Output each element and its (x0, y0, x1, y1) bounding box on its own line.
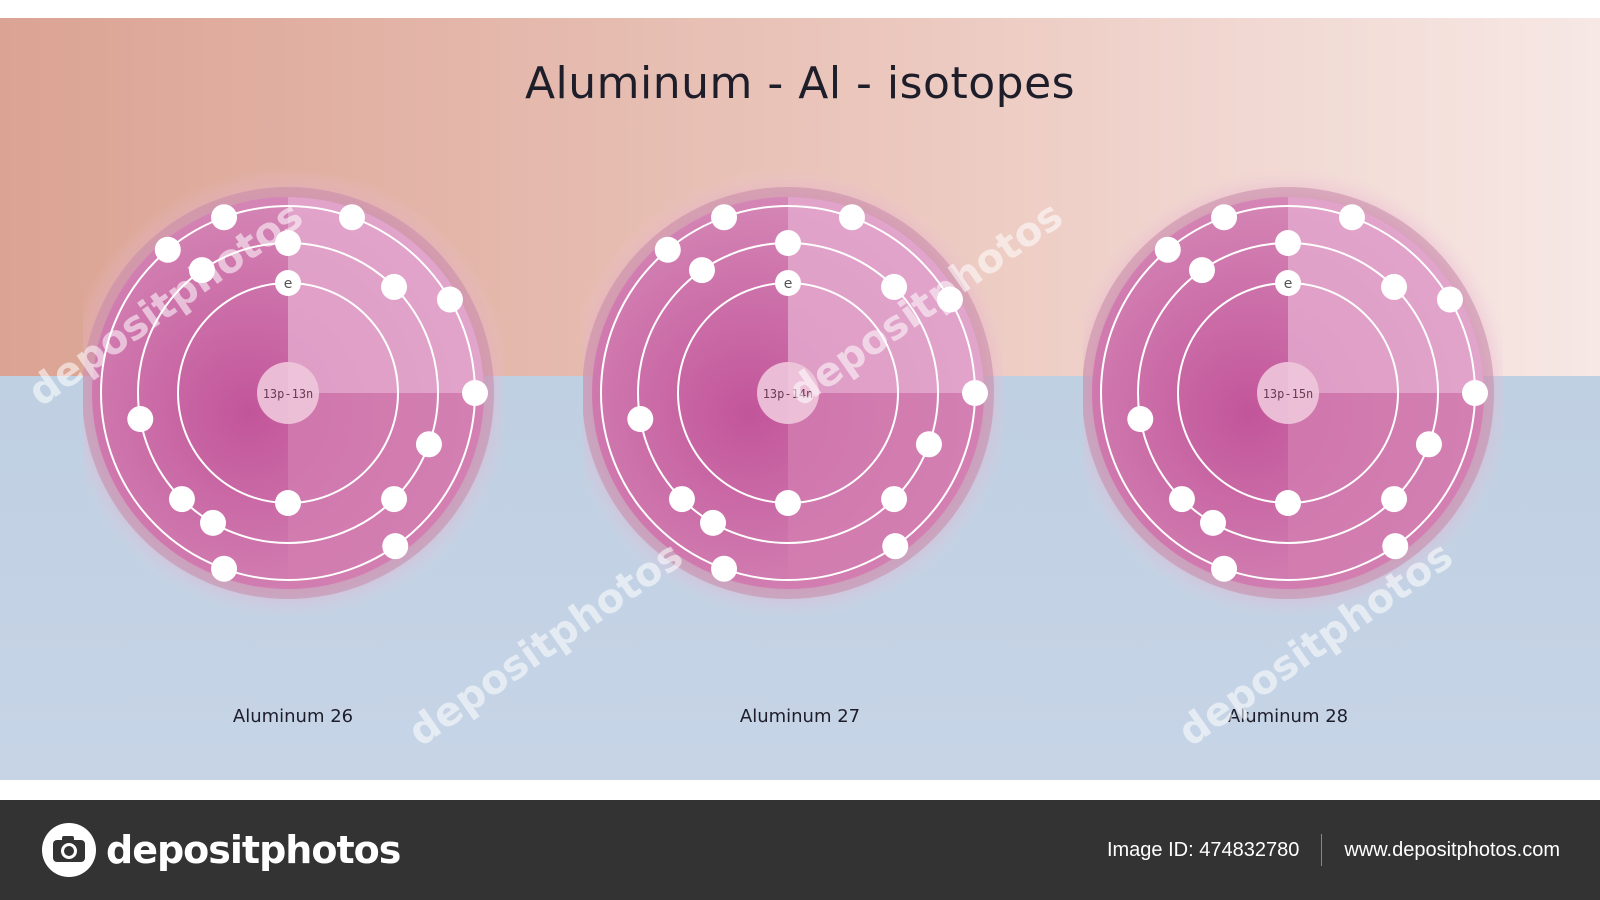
electron-label: e (784, 276, 793, 292)
brand-logo[interactable]: depositphotos (40, 820, 401, 880)
electron (1211, 204, 1238, 231)
isotope-caption: Aluminum 28 (1227, 706, 1349, 727)
electron (382, 533, 409, 560)
footer-info: Image ID: 474832780 www.depositphotos.co… (1107, 830, 1560, 870)
electron (711, 204, 738, 231)
electron (1382, 533, 1409, 560)
electron (775, 490, 801, 516)
electron (168, 486, 195, 513)
electron (1275, 230, 1301, 256)
electron (188, 257, 215, 284)
nucleus-label: 13p-13n (263, 387, 314, 401)
electron (1381, 273, 1408, 300)
electron (275, 230, 301, 256)
electron (275, 490, 301, 516)
electron (668, 486, 695, 513)
nucleus-label: 13p-14n (763, 387, 814, 401)
electron (211, 204, 238, 231)
electron (1200, 509, 1226, 536)
nucleus-label: 13p-15n (1263, 387, 1314, 401)
electron (962, 380, 988, 406)
nucleus (1257, 362, 1319, 424)
site-link[interactable]: www.depositphotos.com (1344, 838, 1560, 861)
electron (882, 533, 909, 560)
diagram-panel: Aluminum - Al - isotopes 13p-13n e 13p-14… (0, 18, 1600, 780)
isotope-caption: Aluminum 26 (232, 706, 354, 727)
electron (338, 204, 365, 231)
electron (436, 286, 463, 313)
electron (275, 270, 301, 296)
atom-diagram-aluminum-28: 13p-15n e (1083, 168, 1503, 618)
atom-svg: 13p-13n e (83, 168, 503, 618)
brand-name: depositphotos (106, 828, 401, 872)
electron (200, 509, 226, 536)
electron (688, 257, 715, 284)
electron (1168, 486, 1195, 513)
electron (1415, 431, 1442, 458)
electron (881, 273, 908, 300)
electron (775, 270, 801, 296)
electron (838, 204, 865, 231)
electron (127, 406, 154, 433)
electron (1338, 204, 1365, 231)
atom-diagram-aluminum-27: 13p-14n e (583, 168, 1003, 618)
electron (381, 486, 408, 513)
electron (915, 431, 942, 458)
electron (154, 236, 181, 263)
electron (211, 555, 238, 582)
electron (1462, 380, 1488, 406)
electron (1275, 490, 1301, 516)
footer-bar: depositphotos Image ID: 474832780 www.de… (0, 800, 1600, 900)
electron (711, 555, 738, 582)
page-title: Aluminum - Al - isotopes (524, 58, 1076, 109)
atom-svg: 13p-15n e (1083, 168, 1503, 618)
electron-label: e (1284, 276, 1293, 292)
divider (1321, 834, 1323, 866)
atom-diagram-aluminum-26: 13p-13n e (83, 168, 503, 618)
atom-svg: 13p-14n e (583, 168, 1003, 618)
electron (627, 406, 654, 433)
camera-logo-icon (42, 823, 96, 877)
image-id: Image ID: 474832780 (1106, 838, 1300, 861)
electron (881, 486, 908, 513)
isotope-caption: Aluminum 27 (739, 706, 861, 727)
electron-label: e (284, 276, 293, 292)
electron (654, 236, 681, 263)
electron (1381, 486, 1408, 513)
electron (1154, 236, 1181, 263)
electron (1188, 257, 1215, 284)
electron (415, 431, 442, 458)
electron (1436, 286, 1463, 313)
electron (936, 286, 963, 313)
electron (1275, 270, 1301, 296)
electron (775, 230, 801, 256)
nucleus (257, 362, 319, 424)
nucleus (757, 362, 819, 424)
electron (1211, 555, 1238, 582)
electron (462, 380, 488, 406)
electron (381, 273, 408, 300)
electron (700, 509, 726, 536)
electron (1127, 406, 1154, 433)
